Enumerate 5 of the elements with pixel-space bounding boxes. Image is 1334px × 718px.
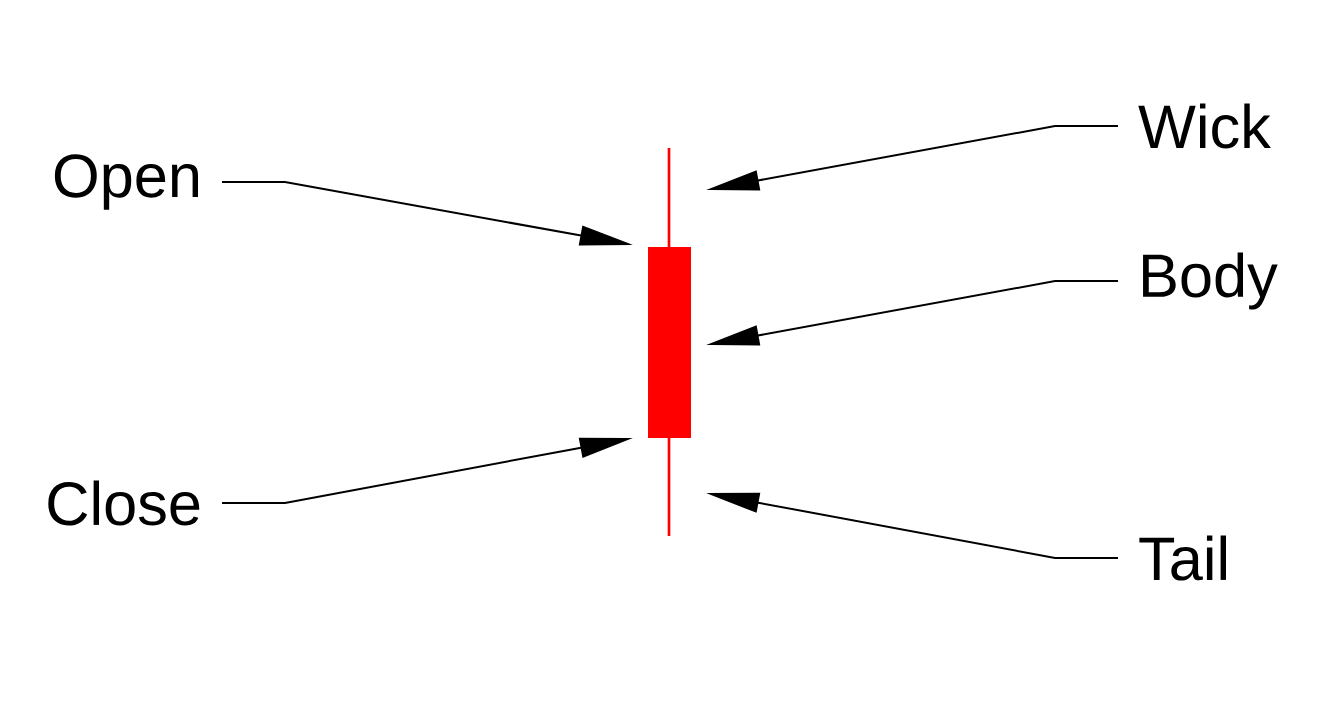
label-text: Open [54, 154, 198, 210]
label-text: Body [1143, 252, 1278, 310]
label-text: Tail [1139, 535, 1226, 581]
label-text: Wick [1138, 103, 1271, 149]
label-text: Close [48, 480, 200, 526]
